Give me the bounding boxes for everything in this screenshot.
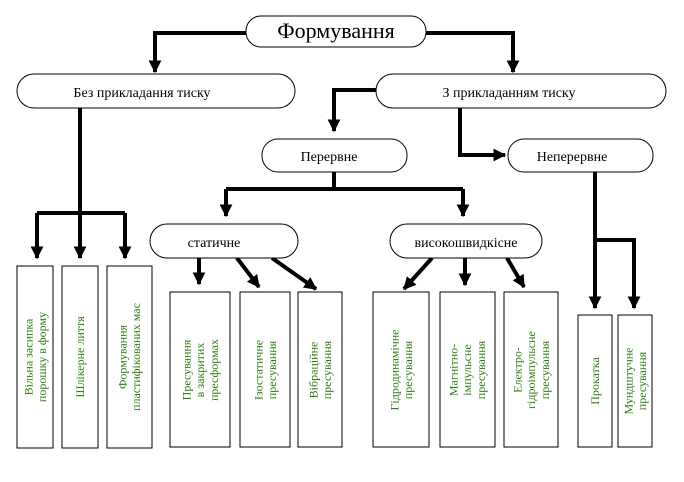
node-without-pressure: Без прикладання тиску — [16, 73, 296, 109]
leaf-closed-die-label: Пресуванняв закритихпресформах — [179, 339, 221, 401]
connector-with-to-continuous — [458, 108, 507, 162]
leaf-label-line: Прокатка — [588, 357, 602, 405]
leaf-rolling: Прокатка — [577, 314, 613, 448]
connector-to-hydrodynamic — [402, 256, 434, 291]
connector-root-to-with — [426, 31, 520, 74]
leaf-label-line: пластифікованих мас — [129, 303, 143, 411]
leaf-label-line: Магнітно- — [446, 344, 460, 396]
connector-to-isostatic — [235, 256, 261, 289]
connector-with-to-intermittent — [327, 88, 376, 133]
leaf-label-line: пресформах — [207, 339, 221, 401]
leaf-powder-fill-label: Вільна засипкапорошку в форму — [21, 312, 49, 402]
leaf-slip-casting: Шлікерне лиття — [61, 265, 99, 449]
leaf-electrohydro: Електро-гідроімпульснепресування — [503, 291, 559, 448]
leaf-label-line: пресування — [635, 351, 649, 410]
leaf-label-line: Пресування — [179, 339, 193, 400]
leaf-label-line: імпульсне — [460, 344, 474, 395]
node-continuous: Неперервне — [507, 138, 654, 173]
node-static: статичне — [149, 223, 299, 259]
root-label: Формування — [277, 18, 395, 43]
leaf-label-line: пресування — [401, 340, 415, 399]
leaf-powder-fill: Вільна засипкапорошку в форму — [16, 265, 54, 449]
intermittent-label: Перервне — [301, 150, 358, 165]
leaf-isostatic-label: Ізостатичнепресування — [251, 340, 279, 400]
static-label: статичне — [188, 236, 241, 251]
leaf-closed-die: Пресуванняв закритихпресформах — [169, 291, 231, 448]
node-with-pressure: З прикладанням тиску — [375, 73, 667, 109]
leaf-plastic-forming-label: Формуванняпластифікованих мас — [115, 303, 143, 411]
connector-root-to-without — [148, 31, 246, 74]
leaf-vibration-label: Вібраційнепресування — [306, 340, 334, 399]
leaf-isostatic: Ізостатичнепресування — [239, 291, 291, 448]
leaf-label-line: Формування — [115, 324, 129, 389]
leaf-mouthpiece: Мундштучнепресування — [617, 314, 653, 448]
connector-continuous-bar — [595, 238, 641, 310]
leaf-hydrodynamic-label: Гідродинамічнепресування — [387, 329, 415, 410]
with-pressure-label: З прикладанням тиску — [442, 86, 575, 101]
leaf-label-line: пресування — [538, 340, 552, 399]
high-speed-label: високошвидкісне — [414, 236, 517, 251]
leaf-slip-casting-label: Шлікерне лиття — [73, 316, 87, 398]
leaf-magnetic-pulse-label: Магнітно-імпульснепресування — [446, 340, 488, 399]
leaf-electrohydro-label: Електро-гідроімпульснепресування — [510, 331, 552, 409]
leaf-rolling-label: Прокатка — [588, 357, 602, 405]
leaf-plastic-forming: Формуванняпластифікованих мас — [106, 265, 153, 449]
connector-to-electrohydro — [505, 256, 526, 289]
leaf-label-line: Мундштучне — [621, 347, 635, 414]
leaf-label-line: Ізостатичне — [251, 340, 265, 400]
leaf-label-line: в закритих — [193, 343, 207, 398]
continuous-label: Неперервне — [537, 150, 608, 165]
node-high-speed: високошвидкісне — [389, 223, 543, 259]
leaf-vibration: Вібраційнепресування — [297, 291, 343, 448]
connector-to-vibration — [270, 256, 318, 291]
leaf-hydrodynamic: Гідродинамічнепресування — [372, 291, 430, 448]
leaf-label-line: Електро- — [510, 347, 524, 393]
without-pressure-label: Без прикладання тиску — [73, 86, 210, 101]
leaf-label-line: Шлікерне лиття — [73, 316, 87, 398]
leaf-label-line: порошку в форму — [35, 312, 49, 402]
root-node-formation: Формування — [245, 15, 427, 48]
leaf-label-line: Вільна засипка — [21, 318, 35, 395]
leaf-label-line: Гідродинамічне — [387, 329, 401, 410]
leaf-magnetic-pulse: Магнітно-імпульснепресування — [439, 291, 496, 448]
leaf-label-line: пресування — [474, 340, 488, 399]
leaf-label-line: пресування — [320, 340, 334, 399]
leaf-label-line: пресування — [265, 340, 279, 399]
leaf-label-line: Вібраційне — [306, 342, 320, 399]
leaf-label-line: гідроімпульсне — [524, 331, 538, 409]
node-intermittent: Перервне — [261, 138, 408, 173]
leaf-mouthpiece-label: Мундштучнепресування — [621, 347, 649, 414]
